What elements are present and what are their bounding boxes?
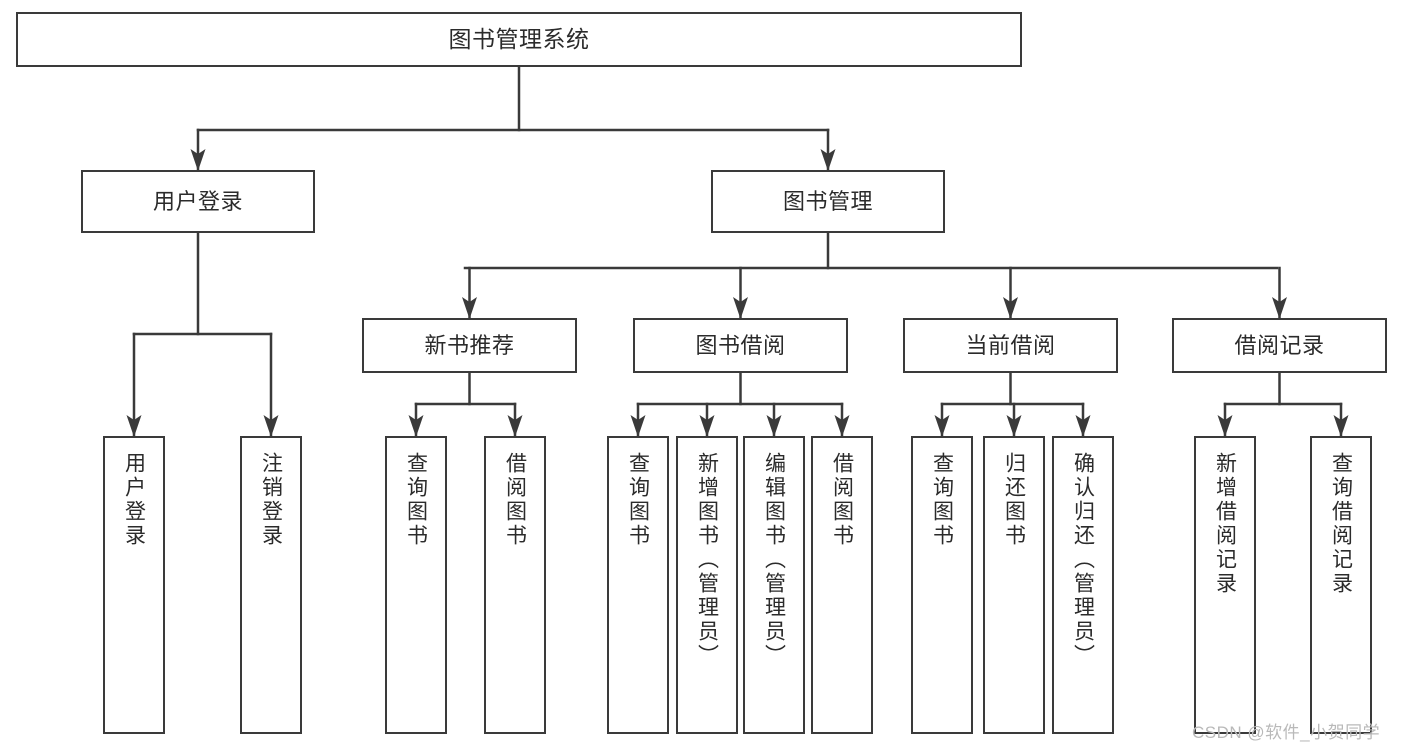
node-leaf-query-2[interactable]: 查询图书 bbox=[607, 436, 669, 734]
node-label-leaf-query-rec: 查询借阅记录 bbox=[1329, 452, 1353, 596]
node-label-leaf-query-1: 查询图书 bbox=[404, 452, 428, 548]
arrowhead-icon-leaf-add-rec bbox=[1217, 415, 1233, 437]
node-label-leaf-query-3: 查询图书 bbox=[930, 452, 954, 548]
node-label-borrow-record: 借阅记录 bbox=[1234, 332, 1325, 358]
node-new-book-rec[interactable]: 新书推荐 bbox=[362, 318, 577, 373]
node-label-leaf-logout: 注销登录 bbox=[259, 452, 283, 548]
node-label-user-login: 用户登录 bbox=[152, 188, 243, 214]
node-label-new-book-rec: 新书推荐 bbox=[424, 332, 515, 358]
node-label-leaf-borrow-2: 借阅图书 bbox=[830, 452, 854, 548]
node-leaf-borrow-1[interactable]: 借阅图书 bbox=[484, 436, 546, 734]
node-label-leaf-edit-book: 编辑图书（管理员） bbox=[762, 452, 786, 668]
node-label-leaf-user-login: 用户登录 bbox=[122, 452, 146, 548]
node-label-current-borrow: 当前借阅 bbox=[965, 332, 1056, 358]
node-label-book-manage: 图书管理 bbox=[782, 188, 873, 214]
arrowhead-icon-user-login bbox=[190, 149, 206, 171]
node-label-leaf-confirm: 确认归还（管理员） bbox=[1071, 452, 1095, 668]
node-leaf-confirm[interactable]: 确认归还（管理员） bbox=[1052, 436, 1114, 734]
node-label-root: 图书管理系统 bbox=[448, 25, 590, 52]
arrowhead-icon-book-manage bbox=[820, 149, 836, 171]
arrowhead-icon-book-borrow bbox=[733, 297, 748, 319]
node-leaf-edit-book[interactable]: 编辑图书（管理员） bbox=[743, 436, 805, 734]
node-borrow-record[interactable]: 借阅记录 bbox=[1172, 318, 1387, 373]
arrowhead-icon-leaf-query-2 bbox=[630, 415, 646, 437]
arrowhead-icon-leaf-user-login bbox=[126, 415, 142, 437]
node-leaf-user-login[interactable]: 用户登录 bbox=[103, 436, 165, 734]
arrowhead-icon-leaf-return bbox=[1006, 415, 1022, 437]
node-label-leaf-add-book: 新增图书（管理员） bbox=[695, 452, 719, 668]
arrowhead-icon-leaf-add-book bbox=[699, 415, 715, 437]
node-leaf-return[interactable]: 归还图书 bbox=[983, 436, 1045, 734]
arrowhead-icon-leaf-borrow-1 bbox=[507, 415, 523, 437]
node-leaf-borrow-2[interactable]: 借阅图书 bbox=[811, 436, 873, 734]
arrowhead-icon-leaf-borrow-2 bbox=[834, 415, 850, 437]
node-user-login[interactable]: 用户登录 bbox=[81, 170, 315, 233]
node-leaf-query-rec[interactable]: 查询借阅记录 bbox=[1310, 436, 1372, 734]
node-leaf-query-1[interactable]: 查询图书 bbox=[385, 436, 447, 734]
node-leaf-query-3[interactable]: 查询图书 bbox=[911, 436, 973, 734]
arrowhead-icon-new-book-rec bbox=[462, 297, 477, 319]
arrowhead-icon-current-borrow bbox=[1003, 297, 1018, 319]
arrowhead-icon-leaf-query-1 bbox=[408, 415, 424, 437]
node-book-borrow[interactable]: 图书借阅 bbox=[633, 318, 848, 373]
node-leaf-add-book[interactable]: 新增图书（管理员） bbox=[676, 436, 738, 734]
arrowhead-icon-leaf-logout bbox=[263, 415, 279, 437]
arrowhead-icon-borrow-record bbox=[1272, 297, 1287, 319]
node-label-leaf-add-rec: 新增借阅记录 bbox=[1213, 452, 1237, 596]
csdn-watermark: CSDN @软件_小贺同学 bbox=[1192, 723, 1381, 742]
node-label-book-borrow: 图书借阅 bbox=[695, 332, 786, 358]
node-leaf-add-rec[interactable]: 新增借阅记录 bbox=[1194, 436, 1256, 734]
arrowhead-icon-leaf-edit-book bbox=[766, 415, 782, 437]
node-leaf-logout[interactable]: 注销登录 bbox=[240, 436, 302, 734]
arrowhead-icon-leaf-confirm bbox=[1075, 415, 1091, 437]
node-root[interactable]: 图书管理系统 bbox=[16, 12, 1022, 67]
node-label-leaf-query-2: 查询图书 bbox=[626, 452, 650, 548]
arrowhead-icon-leaf-query-rec bbox=[1333, 415, 1349, 437]
arrowhead-icon-leaf-query-3 bbox=[934, 415, 950, 437]
node-label-leaf-return: 归还图书 bbox=[1002, 452, 1026, 548]
node-book-manage[interactable]: 图书管理 bbox=[711, 170, 945, 233]
node-label-leaf-borrow-1: 借阅图书 bbox=[503, 452, 527, 548]
node-current-borrow[interactable]: 当前借阅 bbox=[903, 318, 1118, 373]
